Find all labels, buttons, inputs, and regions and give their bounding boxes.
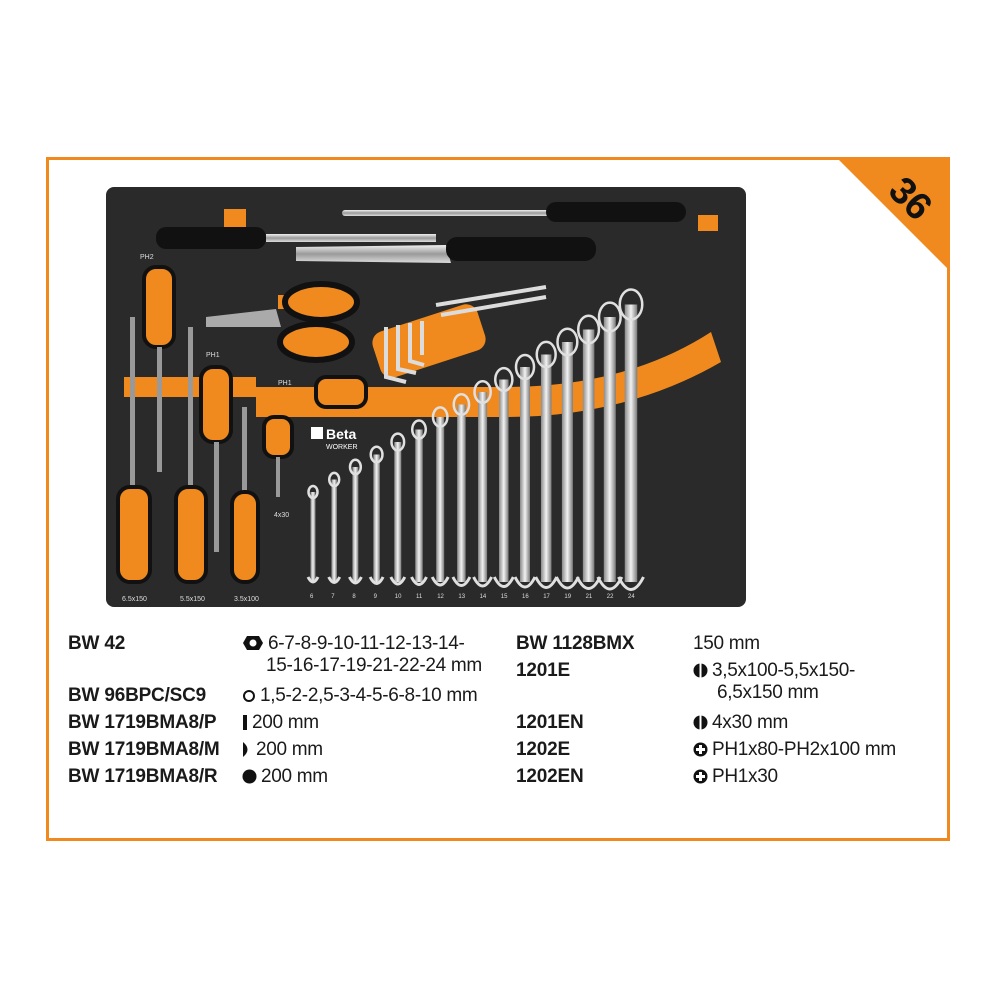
label-4x30: 4x30 [274, 512, 289, 519]
wrench-11 [410, 419, 428, 586]
screwdriver-flat-medium [174, 327, 208, 584]
wrench-24 [617, 288, 645, 591]
phillips-icon [693, 766, 712, 787]
wrench-size-label: 15 [501, 594, 508, 600]
wrench-size-label: 8 [352, 594, 356, 600]
wrench-7 [327, 471, 342, 584]
item-code: 1202EN [516, 766, 584, 787]
pliers [206, 281, 360, 363]
item-description: 6-7-8-9-10-11-12-13-14- [242, 633, 465, 655]
half-round-file [156, 227, 436, 249]
beta-logo: Beta WORKER [311, 426, 358, 451]
flat-screwdriver-icon [693, 660, 712, 681]
wrench-16 [513, 353, 537, 589]
screwdriver-stubby-flat [262, 415, 294, 497]
wrench-size-label: 7 [331, 594, 335, 600]
item-code: BW 1719BMA8/R [68, 766, 218, 787]
item-code: BW 1719BMA8/P [68, 712, 217, 733]
item-code: 1201E [516, 660, 570, 681]
wrench-6 [306, 484, 320, 584]
foam-notch [224, 209, 246, 227]
item-description: 150 mm [693, 633, 760, 654]
label-ph1: PH1 [206, 352, 220, 359]
wrench-size-label: 11 [416, 594, 423, 600]
item-description: 4x30 mm [693, 712, 788, 734]
half-round-file-icon [242, 739, 256, 760]
label-3-5x100: 3.5x100 [234, 596, 259, 603]
flat-file [296, 237, 596, 263]
round-file [342, 202, 686, 222]
item-description: PH1x30 [693, 766, 778, 788]
item-description: 3,5x100-5,5x150- [693, 660, 855, 682]
ring-icon [242, 685, 260, 706]
item-code: BW 1128BMX [516, 633, 635, 654]
item-code: BW 1719BMA8/M [68, 739, 220, 760]
hex-key-set [372, 285, 547, 384]
tool-tray: PH2 PH1 PH1 4x30 6.5x150 5.5x150 3.5x100… [106, 187, 746, 607]
item-code: BW 42 [68, 633, 126, 654]
wrench-14 [472, 379, 493, 588]
item-description: 6,5x150 mm [717, 682, 819, 703]
wrench-size-label: 21 [586, 594, 593, 600]
flat-file-icon [242, 712, 252, 733]
wrench-8 [348, 458, 363, 585]
wrench-size-label: 19 [564, 594, 571, 600]
item-description: 1,5-2-2,5-3-4-5-6-8-10 mm [242, 685, 478, 707]
flat-screwdriver-icon [693, 712, 712, 733]
wrench-size-labels: 6 7 8 9 10 11 12 13 14 15 16 17 19 21 22 24 [310, 594, 635, 600]
wrench-size-label: 9 [374, 594, 378, 600]
label-ph2: PH2 [140, 254, 154, 261]
item-code: 1201EN [516, 712, 584, 733]
wrench-size-label: 22 [607, 594, 614, 600]
foam-notch [698, 215, 718, 231]
label-6-5x150: 6.5x150 [122, 596, 147, 603]
svg-text:Beta: Beta [326, 426, 357, 442]
phillips-icon [693, 739, 712, 760]
screwdriver-flat-large [116, 317, 152, 584]
wrench-size-label: 13 [458, 594, 465, 600]
wrench-10 [389, 432, 407, 586]
screwdriver-flat-small [230, 407, 260, 584]
screwdriver-ph1 [199, 365, 233, 552]
item-code: 1202E [516, 739, 570, 760]
item-description: 200 mm [242, 739, 323, 761]
wrench-size-label: 17 [543, 594, 550, 600]
wrench-size-label: 24 [628, 594, 635, 600]
hex-nut-icon [242, 633, 268, 654]
label-ph1-stubby: PH1 [278, 380, 292, 387]
wrench-17 [534, 340, 559, 589]
svg-text:WORKER: WORKER [326, 444, 358, 451]
screwdriver-ph2 [142, 265, 176, 472]
wrench-12 [430, 406, 450, 587]
wrench-size-label: 6 [310, 594, 314, 600]
wrench-9 [368, 445, 385, 585]
wrench-13 [451, 393, 472, 587]
item-description: 15-16-17-19-21-22-24 mm [266, 655, 482, 676]
label-5-5x150: 5.5x150 [180, 596, 205, 603]
wrench-set [306, 288, 645, 591]
wrench-15 [492, 366, 515, 588]
wrench-size-label: 12 [437, 594, 444, 600]
screwdriver-stubby-ph1 [314, 375, 368, 409]
wrench-size-label: 10 [395, 594, 402, 600]
round-file-icon [242, 766, 261, 787]
wrench-22 [596, 301, 624, 591]
item-description: 200 mm [242, 712, 319, 734]
corner-badge [836, 157, 950, 271]
item-description: 200 mm [242, 766, 328, 788]
wrench-size-label: 14 [480, 594, 487, 600]
wrench-19 [555, 327, 580, 590]
item-description: PH1x80-PH2x100 mm [693, 739, 896, 761]
wrench-size-label: 16 [522, 594, 529, 600]
item-code: BW 96BPC/SC9 [68, 685, 207, 706]
